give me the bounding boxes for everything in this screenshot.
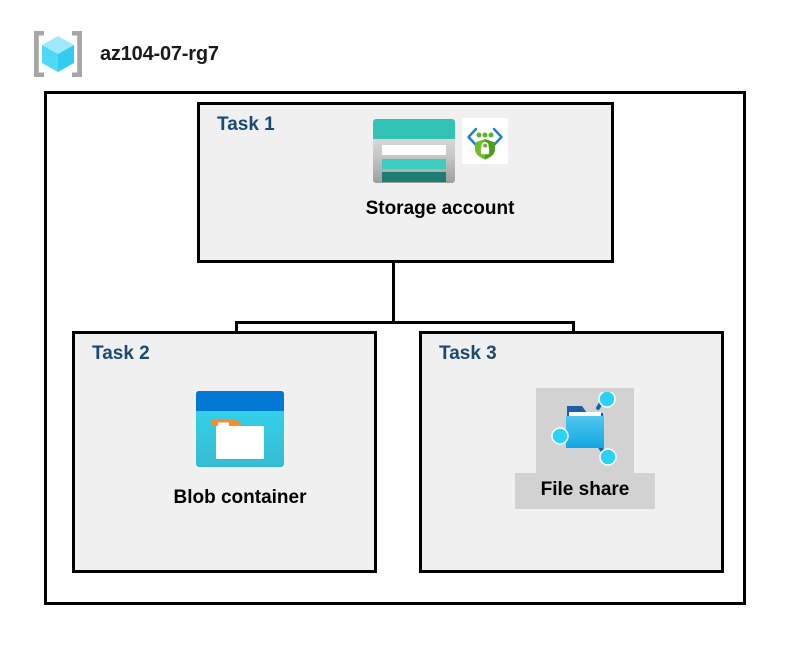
storage-account-icon-row <box>372 118 508 190</box>
file-share-icon-plate <box>536 388 634 474</box>
node-storage-account[interactable]: Storage account <box>340 118 540 220</box>
task-3-label: Task 3 <box>439 343 497 364</box>
connector-storage-trunk <box>392 228 395 323</box>
file-share-folder-icon <box>546 390 624 471</box>
connector-horizontal-bus <box>235 321 575 324</box>
file-share-caption: File share <box>514 473 656 509</box>
storage-account-icon <box>372 118 456 189</box>
resource-group-header: az104-07-rg7 <box>30 28 219 80</box>
task-2-label: Task 2 <box>92 343 150 364</box>
task-1-label: Task 1 <box>217 114 275 135</box>
resource-group-cube-icon <box>30 28 86 80</box>
node-file-share[interactable]: File share <box>490 388 680 509</box>
storage-account-caption: Storage account <box>365 198 515 219</box>
secure-endpoint-shield-icon <box>462 118 508 169</box>
blob-container-caption: Blob container <box>173 487 307 508</box>
resource-group-name: az104-07-rg7 <box>100 42 219 65</box>
node-blob-container[interactable]: Blob container <box>150 390 330 509</box>
blob-container-icon <box>195 390 285 473</box>
